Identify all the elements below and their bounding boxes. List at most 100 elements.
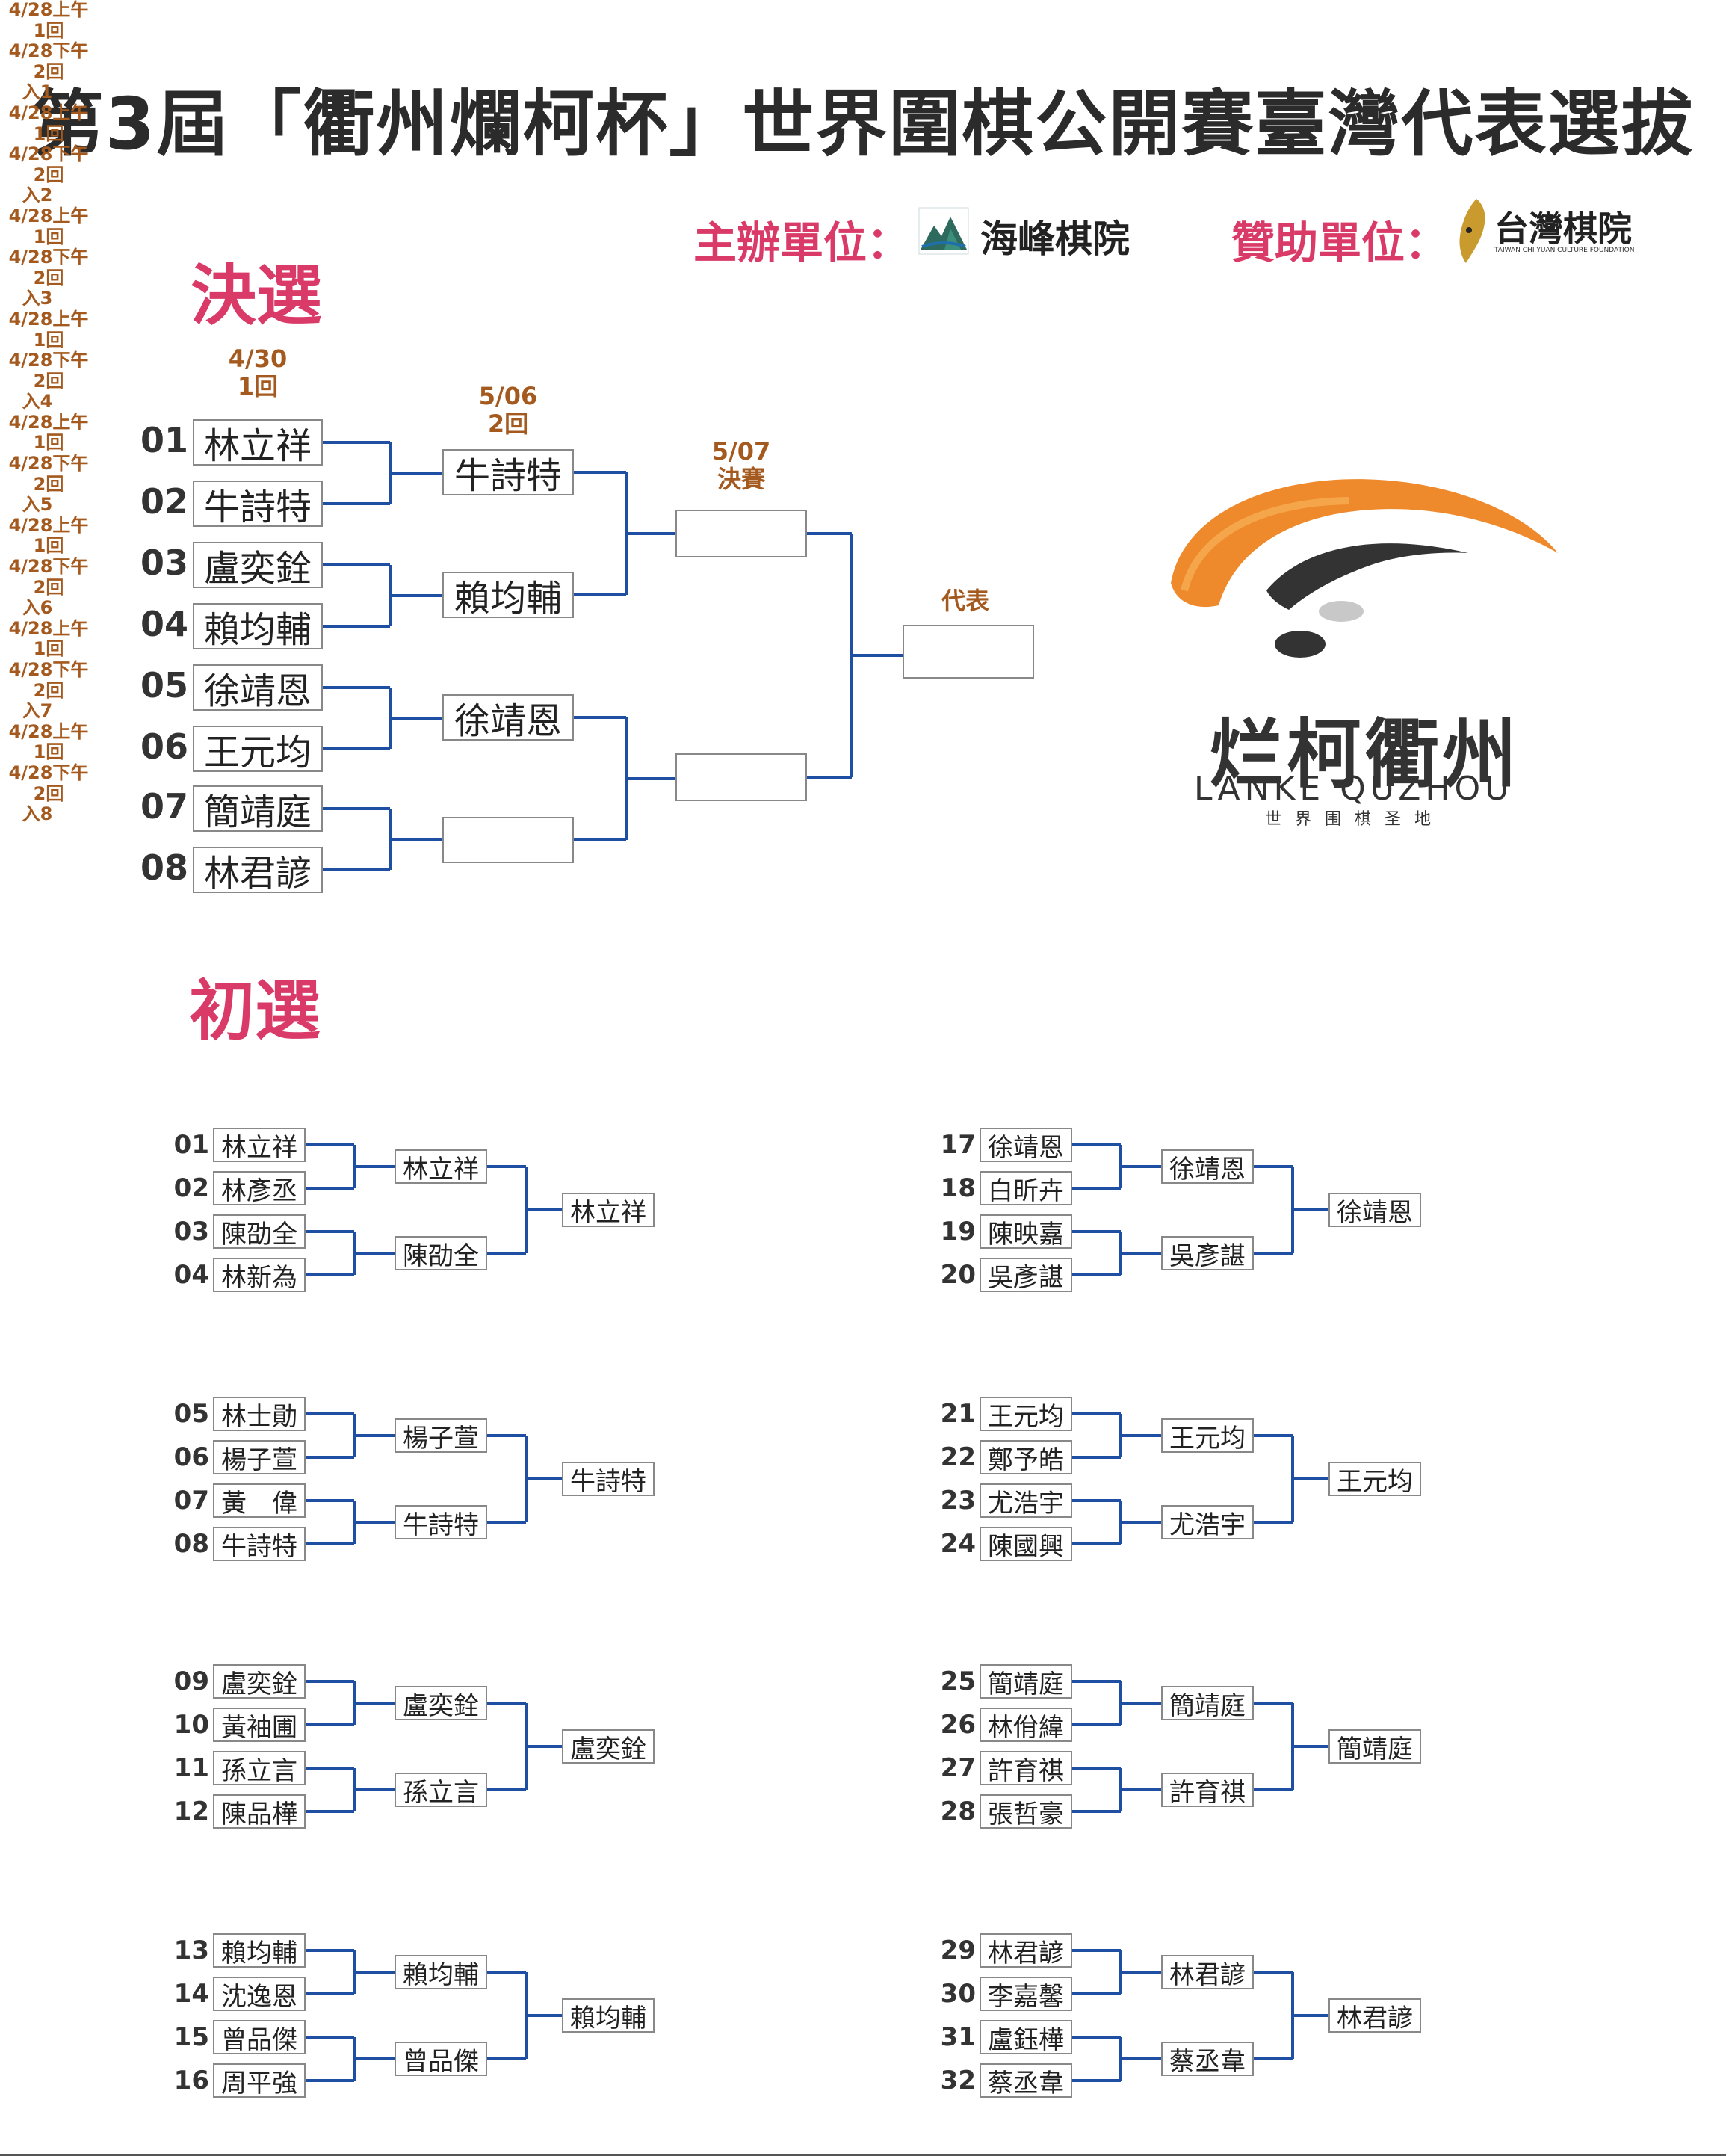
prelim-seed-number: 07 (173, 1486, 209, 1516)
prelim-seed-number: 28 (940, 1797, 976, 1826)
prelim-r2-date: 4/28下午 (8, 350, 89, 371)
prelim-r2-date: 4/28下午 (8, 247, 89, 268)
prelim-r2-player: 林君諺 (1161, 1955, 1254, 1989)
prelim-r1-player: 黃袖圃 (213, 1708, 306, 1742)
prelim-qualifier-label: 入4 (22, 391, 53, 413)
prelim-seed-number: 08 (173, 1529, 209, 1559)
prelim-r1-label: 1回 (33, 638, 64, 660)
organizer-logo-icon (918, 206, 970, 256)
final-winner-label: 代表 (941, 587, 989, 615)
prelim-r1-label: 1回 (33, 535, 64, 557)
prelim-qualifier-label: 入2 (22, 185, 53, 206)
final-r1-player: 林君諺 (193, 847, 323, 893)
prelim-qualifier-label: 入7 (22, 700, 53, 722)
prelim-qualifier-label: 入1 (22, 81, 53, 103)
prelim-r1-date: 4/28上午 (8, 205, 89, 226)
prelim-r2-date: 4/28下午 (8, 556, 89, 578)
prelim-r1-player: 陳映嘉 (980, 1214, 1072, 1249)
prelim-r2-label: 2回 (33, 164, 64, 185)
prelim-r2-player: 尤浩宇 (1161, 1505, 1254, 1539)
prelim-qualifier-box: 王元均 (1328, 1462, 1421, 1496)
prelim-r1-player: 孫立言 (213, 1751, 306, 1785)
lanke-logo-tagline: 世界围棋圣地 (1265, 810, 1445, 829)
final-r1-player: 林立祥 (193, 419, 323, 466)
final-r1-date: 4/30 (228, 345, 288, 373)
prelim-r2-label: 2回 (33, 267, 64, 288)
prelim-seed-number: 18 (940, 1173, 976, 1203)
prelim-seed-number: 17 (940, 1130, 976, 1160)
prelim-r1-player: 賴均輔 (213, 1933, 306, 1968)
prelim-r2-date: 4/28下午 (8, 762, 89, 783)
prelim-r1-player: 陳品樺 (213, 1794, 306, 1829)
prelim-seed-number: 30 (940, 1979, 976, 2009)
final-r3-dates: 5/07 決賽 (700, 438, 782, 493)
final-r1-player: 簡靖庭 (193, 785, 323, 832)
prelim-r2-player: 吳彥諶 (1161, 1236, 1254, 1270)
prelim-r1-player: 陳劭全 (213, 1214, 306, 1249)
prelim-r1-label: 1回 (33, 432, 64, 454)
prelim-r1-player: 盧奕銓 (213, 1664, 306, 1699)
prelim-r1-label: 1回 (33, 329, 64, 350)
final-r1-player: 賴均輔 (193, 603, 323, 649)
final-seed-number: 07 (140, 786, 188, 827)
prelim-r1-date: 4/28上午 (8, 411, 89, 433)
prelim-seed-number: 32 (940, 2066, 976, 2095)
prelim-r1-player: 白昕卉 (980, 1171, 1072, 1205)
prelim-qualifier-label: 入6 (22, 597, 53, 619)
prelim-seed-number: 03 (173, 1217, 209, 1247)
prelim-r2-player: 陳劭全 (395, 1236, 487, 1270)
prelim-seed-number: 06 (173, 1442, 209, 1472)
prelim-seed-number: 22 (940, 1442, 976, 1472)
organizer-label: 主辦單位： (693, 217, 911, 268)
prelim-seed-number: 12 (173, 1797, 209, 1826)
final-seed-number: 02 (140, 481, 188, 522)
prelim-seed-number: 04 (173, 1260, 209, 1290)
prelim-qualifier-box: 林君諺 (1328, 1998, 1421, 2033)
prelim-r2-date: 4/28下午 (8, 453, 89, 475)
prelim-r1-date: 4/28上午 (8, 514, 89, 536)
prelim-seed-number: 16 (173, 2066, 209, 2095)
prelim-r2-player: 林立祥 (395, 1149, 487, 1184)
prelim-r1-label: 1回 (33, 19, 64, 41)
sponsor-label: 贊助單位： (1231, 217, 1449, 268)
organizer-name: 海峰棋院 (980, 217, 1130, 261)
prelim-r2-player: 簡靖庭 (1161, 1686, 1254, 1720)
prelim-seed-number: 02 (173, 1173, 209, 1203)
prelim-r1-player: 楊子萱 (213, 1440, 306, 1474)
prelim-seed-number: 10 (173, 1710, 209, 1740)
prelim-r1-label: 1回 (33, 123, 64, 144)
prelim-r1-label: 1回 (33, 226, 64, 247)
prelim-r2-player: 孫立言 (395, 1773, 487, 1807)
prelim-r2-label: 2回 (33, 61, 64, 82)
prelim-r2-player: 徐靖恩 (1161, 1149, 1254, 1184)
prelim-seed-number: 24 (940, 1529, 976, 1559)
prelim-r1-player: 周平強 (213, 2063, 306, 2098)
prelim-r2-player: 王元均 (1161, 1418, 1254, 1453)
prelim-r1-player: 林士勛 (213, 1397, 306, 1431)
prelim-seed-number: 01 (173, 1130, 209, 1160)
prelim-qualifier-box: 牛詩特 (562, 1462, 655, 1496)
final-seed-number: 06 (140, 726, 188, 767)
final-seed-number: 03 (140, 543, 188, 583)
prelim-r1-player: 蔡丞韋 (980, 2063, 1072, 2098)
prelim-seed-number: 29 (940, 1936, 976, 1965)
prelim-r2-player: 賴均輔 (395, 1955, 487, 1989)
prelim-r1-player: 林彥丞 (213, 1171, 306, 1205)
prelim-r1-date: 4/28上午 (8, 308, 89, 330)
prelim-qualifier-box: 簡靖庭 (1328, 1729, 1421, 1764)
final-seed-number: 04 (140, 604, 188, 644)
final-seed-number: 05 (140, 665, 188, 705)
prelim-r2-player: 許育祺 (1161, 1773, 1254, 1807)
page-title: 第3屆「衢州爛柯杯」世界圍棋公開賽臺灣代表選拔 (31, 82, 1695, 166)
final-r1-player: 徐靖恩 (193, 664, 323, 711)
lanke-logo-en: LANKE QUZHOU (1194, 770, 1514, 808)
prelim-seed-number: 19 (940, 1217, 976, 1247)
prelim-qualifier-box: 盧奕銓 (562, 1729, 655, 1764)
prelim-seed-number: 15 (173, 2022, 209, 2052)
prelim-r1-label: 1回 (33, 741, 64, 763)
prelim-r1-player: 尤浩宇 (980, 1483, 1072, 1518)
prelim-r1-player: 沈逸恩 (213, 1977, 306, 2011)
prelim-r1-player: 林新為 (213, 1258, 306, 1292)
prelim-r1-player: 張哲豪 (980, 1794, 1072, 1829)
prelim-seed-number: 05 (173, 1399, 209, 1429)
